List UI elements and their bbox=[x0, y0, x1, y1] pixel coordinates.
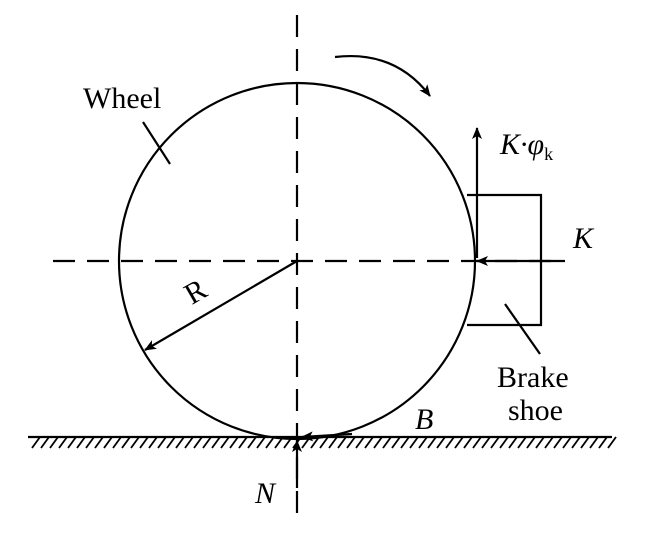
hatch-mark bbox=[391, 436, 401, 449]
hatch-mark bbox=[445, 436, 455, 449]
hatch-mark bbox=[229, 436, 239, 449]
hatch-mark bbox=[571, 436, 581, 449]
hatch-mark bbox=[112, 436, 122, 449]
hatch-mark bbox=[247, 436, 257, 449]
hatch-mark bbox=[607, 436, 617, 449]
hatch-mark bbox=[427, 436, 437, 449]
rotation-arrow bbox=[334, 55, 431, 97]
hatch-mark bbox=[193, 436, 203, 449]
hatch-mark bbox=[472, 436, 482, 449]
friction-force-label-main: K·φ bbox=[499, 128, 544, 161]
hatch-mark bbox=[94, 436, 104, 449]
friction-force-label: K·φk bbox=[499, 128, 553, 164]
hatch-mark bbox=[400, 436, 410, 449]
brake-shoe-label-line2: shoe bbox=[508, 394, 563, 427]
wheel-label: Wheel bbox=[83, 82, 161, 115]
hatch-mark bbox=[346, 436, 356, 449]
hatch-mark bbox=[319, 436, 329, 449]
friction-force-label-subscript: k bbox=[544, 144, 553, 164]
hatch-mark bbox=[58, 436, 68, 449]
hatch-mark bbox=[355, 436, 365, 449]
hatch-mark bbox=[517, 436, 527, 449]
hatch-mark bbox=[337, 436, 347, 449]
hatch-mark bbox=[139, 436, 149, 449]
radius-label: R bbox=[179, 273, 213, 312]
hatch-mark bbox=[265, 436, 275, 449]
hatch-mark bbox=[535, 436, 545, 449]
hatch-mark bbox=[418, 436, 428, 449]
hatch-mark bbox=[166, 436, 176, 449]
hatch-mark bbox=[238, 436, 248, 449]
hatch-mark bbox=[220, 436, 230, 449]
contact-point-label: B bbox=[415, 403, 433, 436]
hatch-mark bbox=[31, 436, 41, 449]
hatch-mark bbox=[562, 436, 572, 449]
hatch-mark bbox=[328, 436, 338, 449]
ground bbox=[28, 435, 617, 449]
radius-arrow bbox=[144, 260, 298, 351]
hatch-mark bbox=[40, 436, 50, 449]
brake-shoe-leader-line bbox=[504, 303, 541, 355]
hatch-mark bbox=[103, 436, 113, 449]
hatch-mark bbox=[436, 436, 446, 449]
hatch-mark bbox=[382, 436, 392, 449]
hatch-mark bbox=[454, 436, 464, 449]
hatch-mark bbox=[589, 436, 599, 449]
hatch-mark bbox=[580, 436, 590, 449]
hatch-mark bbox=[130, 436, 140, 449]
hatch-mark bbox=[211, 436, 221, 449]
hatch-mark bbox=[121, 436, 131, 449]
wheel-leader-line bbox=[142, 121, 171, 165]
hatch-mark bbox=[490, 436, 500, 449]
normal-force-label: N bbox=[254, 477, 277, 510]
hatch-mark bbox=[175, 436, 185, 449]
brake-force-label: K bbox=[572, 222, 595, 255]
hatch-mark bbox=[553, 436, 563, 449]
hatch-mark bbox=[409, 436, 419, 449]
hatch-mark bbox=[463, 436, 473, 449]
brake-shoe-label-line1: Brake bbox=[497, 361, 569, 394]
hatch-mark bbox=[526, 436, 536, 449]
hatch-mark bbox=[544, 436, 554, 449]
hatch-mark bbox=[85, 436, 95, 449]
hatch-mark bbox=[364, 436, 374, 449]
hatch-mark bbox=[67, 436, 77, 449]
ground-hatching bbox=[31, 436, 617, 449]
hatch-mark bbox=[499, 436, 509, 449]
hatch-mark bbox=[148, 436, 158, 449]
contact-force-arrow bbox=[301, 431, 353, 442]
hatch-mark bbox=[184, 436, 194, 449]
hatch-mark bbox=[508, 436, 518, 449]
hatch-mark bbox=[481, 436, 491, 449]
hatch-mark bbox=[256, 436, 266, 449]
hatch-mark bbox=[76, 436, 86, 449]
hatch-mark bbox=[202, 436, 212, 449]
hatch-mark bbox=[373, 436, 383, 449]
hatch-mark bbox=[157, 436, 167, 449]
hatch-mark bbox=[598, 436, 608, 449]
hatch-mark bbox=[49, 436, 59, 449]
